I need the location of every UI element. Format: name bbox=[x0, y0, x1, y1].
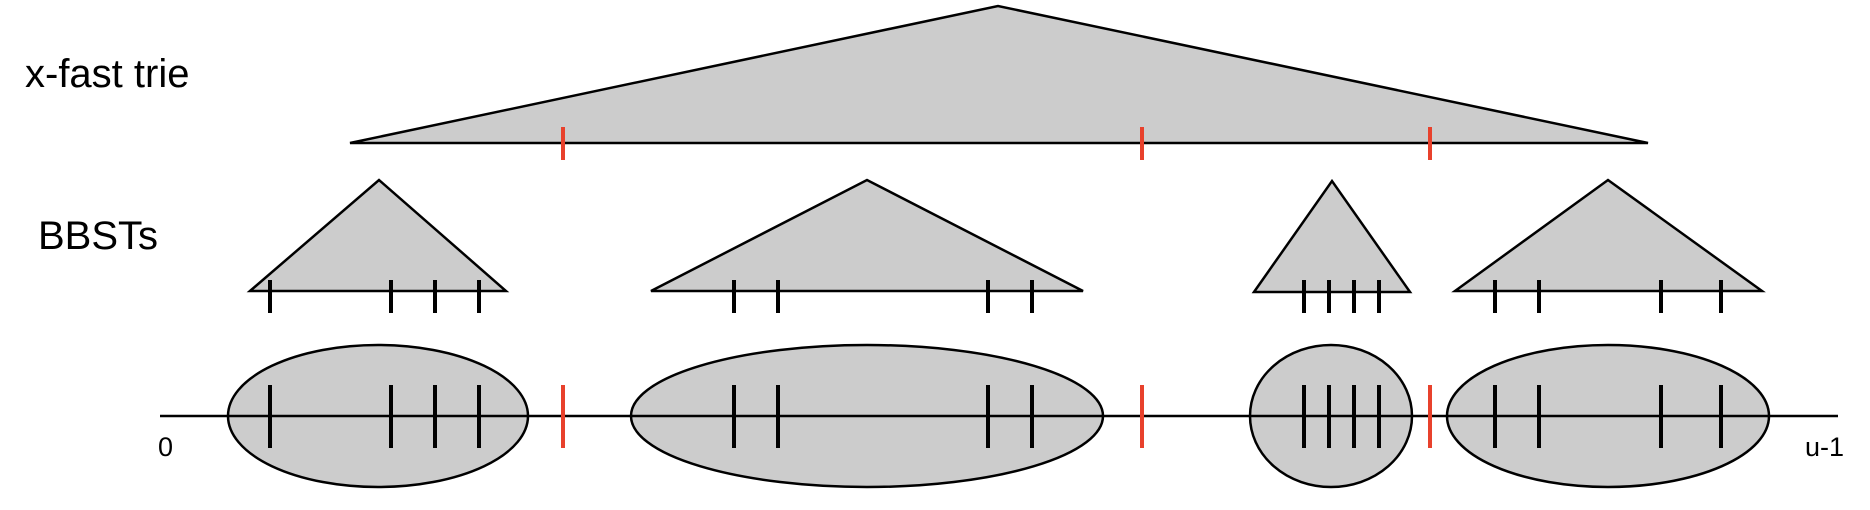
bbst-4 bbox=[1451, 178, 1766, 313]
axis-end-label: u-1 bbox=[1805, 432, 1845, 462]
group-keys bbox=[268, 385, 1723, 448]
bbst-3 bbox=[1251, 178, 1413, 313]
bbst-triangle bbox=[1251, 178, 1413, 294]
xfast-trie-triangle bbox=[349, 4, 1649, 145]
xfast-trie-label: x-fast trie bbox=[25, 52, 190, 96]
bbst-triangle bbox=[1451, 178, 1766, 293]
representative-ticks bbox=[561, 385, 1432, 448]
bbst-2 bbox=[650, 178, 1084, 313]
bbst-1 bbox=[246, 178, 510, 313]
bbst-triangle bbox=[650, 178, 1084, 293]
bbsts-label: BBSTs bbox=[38, 214, 159, 258]
axis-start-label: 0 bbox=[158, 432, 174, 462]
bbst-triangle bbox=[246, 178, 510, 293]
